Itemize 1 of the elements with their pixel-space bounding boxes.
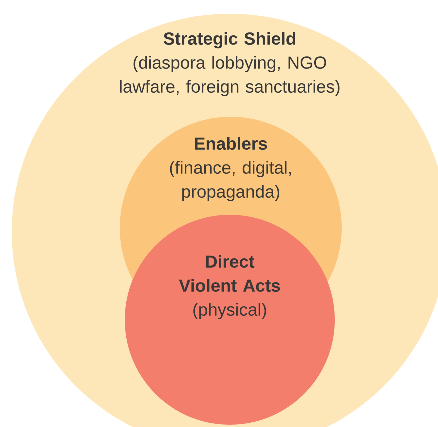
circle-region: Direct Violent Acts (physical) <box>125 214 335 425</box>
